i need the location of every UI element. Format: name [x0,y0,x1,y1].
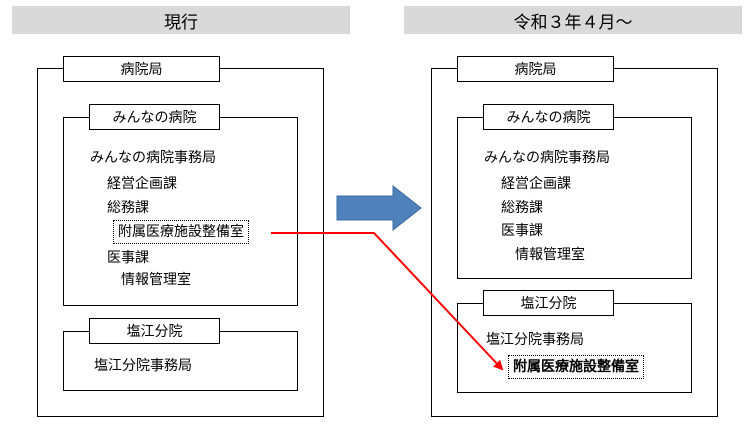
left-shiogama-label-box: 塩江分院 [89,318,220,344]
right-minna-label: みんなの病院 [506,110,591,126]
right-iji-section: 医事課 [501,223,543,239]
right-somu-section: 総務課 [501,200,543,216]
right-keiei-section: 経営企画課 [501,176,571,192]
left-minna-office: みんなの病院事務局 [90,150,216,166]
left-minna-label-box: みんなの病院 [89,104,220,130]
right-shiogama-label: 塩江分院 [520,296,577,312]
left-iji-section: 医事課 [107,250,149,266]
right-joho-office: 情報管理室 [515,247,585,263]
left-bureau-label-box: 病院局 [63,56,220,82]
current-header: 現行 [12,6,350,34]
right-bureau-label-box: 病院局 [457,56,614,82]
current-header-label: 現行 [164,12,198,33]
right-shiogama-office: 塩江分院事務局 [486,332,584,348]
right-fuzoku-office: 附属医療施設整備室 [508,355,644,379]
right-minna-frame [457,117,692,279]
relocation-line [271,232,504,371]
left-shiogama-office: 塩江分院事務局 [94,358,192,374]
new-header-label: 令和３年４月～ [513,12,633,33]
new-header: 令和３年４月～ [404,6,742,34]
left-minna-label: みんなの病院 [112,110,197,126]
left-shiogama-label: 塩江分院 [126,324,183,340]
left-bureau-label: 病院局 [120,62,163,78]
left-fuzoku-office: 附属医療施設整備室 [113,220,249,244]
right-shiogama-label-box: 塩江分院 [483,290,614,316]
left-keiei-section: 経営企画課 [107,176,177,192]
transition-arrow [336,184,422,232]
left-somu-section: 総務課 [107,200,149,216]
right-bureau-label: 病院局 [514,62,557,78]
right-minna-office: みんなの病院事務局 [484,150,610,166]
left-joho-office: 情報管理室 [121,272,191,288]
right-minna-label-box: みんなの病院 [483,104,614,130]
